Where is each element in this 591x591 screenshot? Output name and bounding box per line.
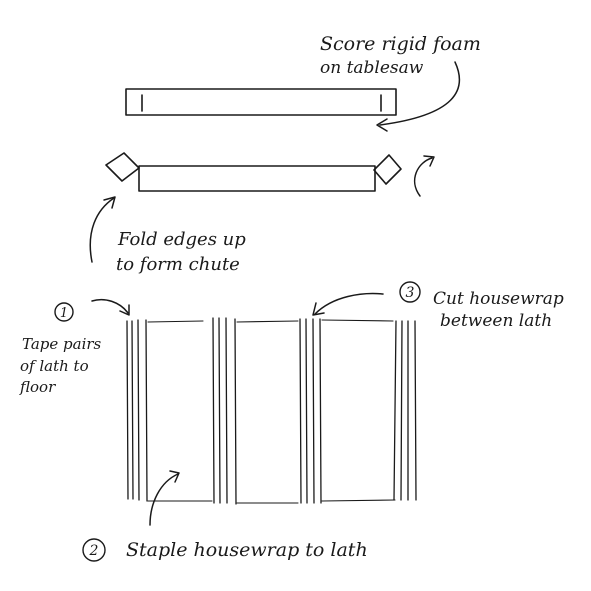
folded-foam-chute	[105, 152, 402, 192]
step-2-arrow	[149, 473, 179, 526]
lath-pair-1	[126, 319, 148, 502]
score-label-line1: Score rigid foam	[320, 33, 481, 55]
fold-arrow-left	[89, 197, 115, 263]
folded-edge-right	[373, 154, 402, 185]
tape-label-line2: of lath to	[20, 357, 89, 375]
scored-foam-board	[125, 88, 397, 116]
score-arrow	[379, 61, 461, 126]
lath-layout	[126, 317, 417, 505]
step-1-marker	[54, 302, 74, 322]
lath-pair-2	[212, 317, 237, 505]
staple-label: Staple housewrap to lath	[126, 539, 368, 561]
step-1-arrow-head	[119, 304, 130, 316]
folded-edge-left	[105, 152, 140, 182]
tape-label-line3: floor	[19, 378, 56, 396]
fold-arrow-left-head	[103, 196, 116, 209]
score-label-line2: on tablesaw	[320, 58, 424, 78]
fold-label-line2: to form chute	[116, 254, 240, 275]
step-3-arrow-head	[312, 302, 325, 316]
step-1-arrow	[91, 298, 129, 314]
step-2-number: 2	[89, 543, 99, 559]
fold-arrow-right-head	[423, 155, 435, 167]
lath-pair-3	[299, 318, 322, 504]
step-2-arrow-head	[169, 470, 180, 483]
step-3-marker	[399, 281, 421, 303]
step-2-marker	[82, 538, 106, 562]
step-3-number: 3	[406, 285, 415, 301]
tape-label-line1: Tape pairs	[22, 335, 102, 353]
step-3-arrow	[314, 292, 384, 315]
step-1-number: 1	[60, 306, 68, 321]
score-arrow-head	[376, 118, 388, 132]
lath-pair-4	[393, 320, 417, 501]
cut-label-line2: between lath	[440, 311, 552, 331]
fold-label-line1: Fold edges up	[117, 229, 246, 250]
fold-arrow-right	[414, 157, 433, 197]
cut-label-line1: Cut housewrap	[433, 289, 564, 309]
